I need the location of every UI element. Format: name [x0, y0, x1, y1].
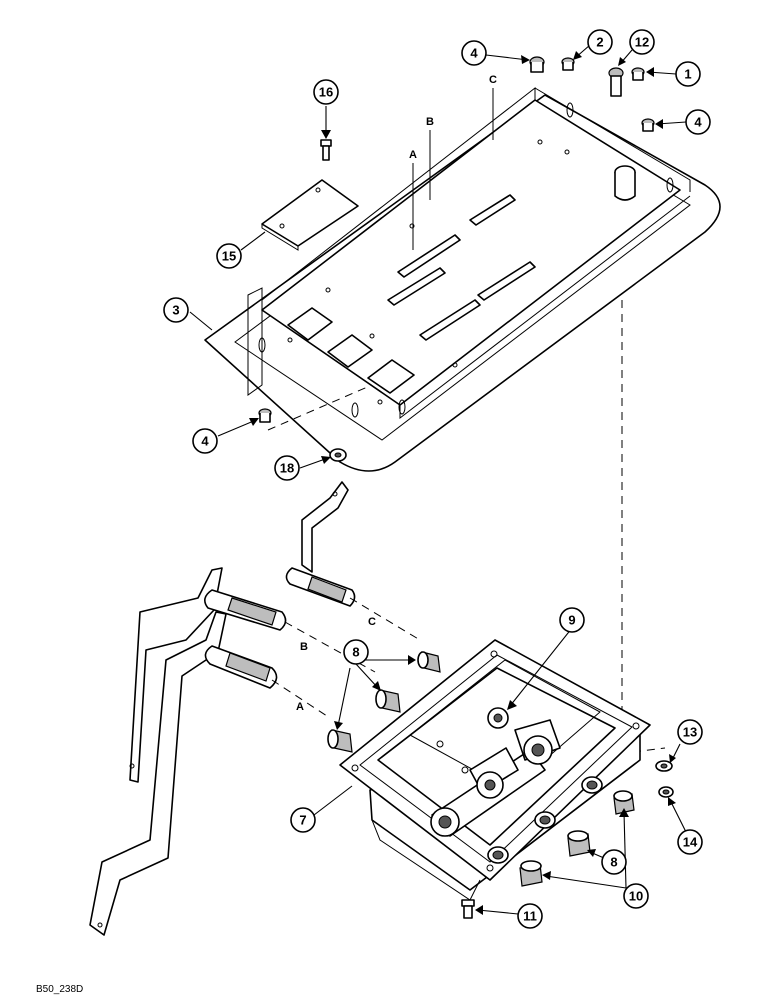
callout-9: 9	[559, 607, 585, 633]
svg-text:3: 3	[172, 303, 179, 318]
plug	[258, 408, 272, 423]
screw	[461, 899, 475, 919]
cam-shaft	[430, 707, 561, 837]
leader-lines	[189, 44, 689, 915]
callout-4-right: 4	[685, 109, 711, 135]
bushing	[567, 830, 591, 857]
svg-text:8: 8	[610, 855, 617, 870]
callout-3: 3	[163, 297, 189, 323]
housing	[339, 639, 651, 901]
lever-upper	[129, 567, 287, 783]
callout-14: 14	[677, 829, 703, 855]
plug	[631, 67, 645, 81]
callout-16: 16	[313, 79, 339, 105]
callout-8-lower: 8	[601, 849, 627, 875]
label-b-lower: B	[300, 641, 308, 653]
callout-12: 12	[629, 29, 655, 55]
assembly-line-left	[267, 384, 373, 431]
callout-1: 1	[675, 61, 701, 87]
assembly-line-c	[349, 597, 421, 641]
svg-text:11: 11	[523, 909, 537, 924]
plug	[613, 790, 635, 815]
svg-text:4: 4	[201, 434, 209, 449]
small-plate	[261, 179, 359, 251]
washer	[655, 760, 673, 772]
plug	[641, 118, 655, 132]
lever-bracket	[285, 481, 356, 607]
plug	[561, 57, 575, 71]
cover-plate	[204, 86, 721, 472]
bushing	[375, 689, 401, 713]
svg-text:12: 12	[635, 35, 649, 50]
figure-caption: B50_238D	[36, 984, 83, 995]
svg-text:1: 1	[684, 67, 691, 82]
label-a-top: A	[409, 149, 417, 161]
screw	[320, 139, 332, 161]
svg-text:4: 4	[694, 115, 702, 130]
bushing	[327, 729, 353, 753]
label-c-top: C	[489, 74, 497, 86]
bushing	[417, 651, 441, 673]
assembly-line-a	[271, 679, 331, 719]
nut	[658, 786, 674, 798]
plug	[529, 56, 545, 73]
label-a-lower: A	[296, 701, 304, 713]
callout-15: 15	[216, 243, 242, 269]
callout-7: 7	[290, 807, 316, 833]
svg-text:13: 13	[683, 725, 697, 740]
svg-text:18: 18	[280, 461, 294, 476]
svg-text:2: 2	[596, 35, 603, 50]
callout-10: 10	[623, 883, 649, 909]
callout-4-left: 4	[192, 428, 218, 454]
bolt	[608, 67, 624, 97]
label-c-lower: C	[368, 616, 376, 628]
callout-4-top: 4	[461, 40, 487, 66]
callout-18: 18	[274, 455, 300, 481]
svg-text:4: 4	[470, 46, 478, 61]
callout-13: 13	[677, 719, 703, 745]
lever-lower	[89, 611, 278, 936]
callout-2: 2	[587, 29, 613, 55]
svg-text:8: 8	[352, 645, 359, 660]
svg-text:7: 7	[299, 813, 306, 828]
svg-text:10: 10	[629, 889, 643, 904]
svg-text:15: 15	[222, 249, 236, 264]
svg-text:16: 16	[319, 85, 333, 100]
label-b-top: B	[426, 116, 434, 128]
svg-text:14: 14	[683, 835, 698, 850]
nut	[329, 448, 347, 462]
callout-11: 11	[517, 903, 543, 929]
svg-text:9: 9	[568, 613, 575, 628]
callout-8-upper: 8	[343, 639, 369, 665]
plug	[519, 860, 543, 887]
